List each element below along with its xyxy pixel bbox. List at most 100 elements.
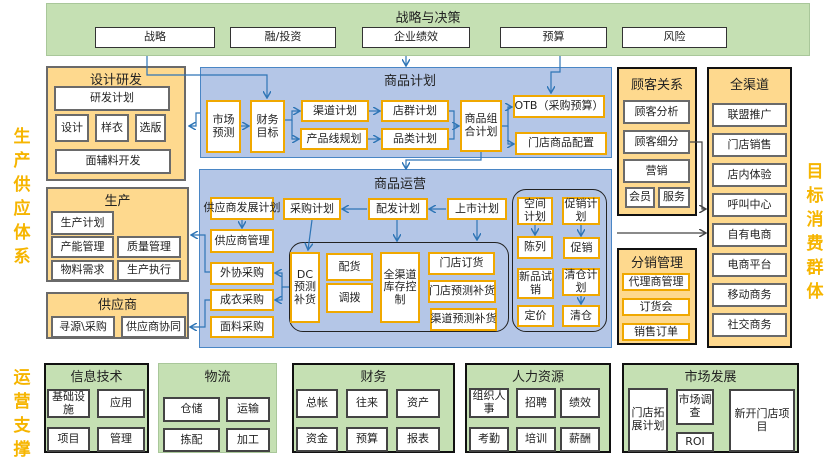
support-item[interactable]: ROI xyxy=(676,432,714,452)
production-item[interactable]: 生产计划 xyxy=(51,211,114,235)
ops-item[interactable]: 配发计划 xyxy=(368,198,428,220)
crm-item[interactable]: 会员 xyxy=(625,187,655,208)
ops-item[interactable]: 定价 xyxy=(517,305,554,327)
supplier-item[interactable]: 寻源\采购 xyxy=(51,316,115,338)
support-item[interactable]: 培训 xyxy=(516,427,556,452)
crm-item[interactable]: 营销 xyxy=(623,159,690,183)
production-item[interactable]: 生产执行 xyxy=(117,260,181,281)
support-item[interactable]: 门店拓展计划 xyxy=(628,388,668,452)
strategy-item[interactable]: 风险 xyxy=(622,27,727,48)
support-item[interactable]: 管理 xyxy=(97,427,145,452)
design-item[interactable]: 设计 xyxy=(55,114,89,142)
support-item[interactable]: 组织人事 xyxy=(469,388,509,418)
crm-item[interactable]: 服务 xyxy=(658,187,690,208)
ops-item[interactable]: 渠道预测补货 xyxy=(430,308,497,331)
ops-item[interactable]: 面料采购 xyxy=(210,316,274,338)
distribution-item[interactable]: 代理商管理 xyxy=(622,273,690,291)
design-item[interactable]: 研发计划 xyxy=(54,86,170,111)
strategy-item[interactable]: 战略 xyxy=(95,27,215,48)
ops-item[interactable]: 门店订货 xyxy=(428,252,495,275)
design-item[interactable]: 面辅料开发 xyxy=(55,149,171,174)
supplier-item[interactable]: 供应商协同 xyxy=(121,316,186,338)
omni-item[interactable]: 呼叫中心 xyxy=(712,193,787,217)
omni-item[interactable]: 电商平台 xyxy=(712,253,787,277)
ops-item[interactable]: 供应商管理 xyxy=(210,229,274,253)
ops-item[interactable]: 陈列 xyxy=(517,236,553,259)
support-item[interactable]: 市场调查 xyxy=(676,389,714,425)
strategy-item[interactable]: 融/投资 xyxy=(230,27,336,48)
ops-item[interactable]: 采购计划 xyxy=(283,198,341,220)
side-label-supply-system: 生产供应体系 xyxy=(13,127,31,267)
ops-item[interactable]: 门店预测补货 xyxy=(428,280,496,303)
support-item[interactable]: 总帐 xyxy=(296,389,338,418)
plan-item[interactable]: 渠道计划 xyxy=(301,100,369,122)
support-item[interactable]: 应用 xyxy=(97,389,145,418)
ops-item[interactable]: 清仓计划 xyxy=(562,268,600,296)
production-item[interactable]: 产能管理 xyxy=(51,236,114,258)
support-item[interactable]: 资产 xyxy=(396,389,440,418)
support-item[interactable]: 报表 xyxy=(396,427,440,452)
crm-item[interactable]: 顾客细分 xyxy=(623,130,690,154)
support-item[interactable]: 往来 xyxy=(346,389,388,418)
plan-item[interactable]: 财务目标 xyxy=(250,100,285,153)
support-item[interactable]: 仓储 xyxy=(163,397,220,422)
support-item[interactable]: 预算 xyxy=(346,427,388,452)
omni-item[interactable]: 门店销售 xyxy=(712,133,787,157)
omni-item[interactable]: 联盟推广 xyxy=(712,103,787,127)
ops-item[interactable]: DC预测补货 xyxy=(290,252,320,323)
support-item[interactable]: 绩效 xyxy=(560,388,600,418)
ops-item[interactable]: 促销计划 xyxy=(562,197,600,225)
ops-item[interactable]: 外协采购 xyxy=(210,262,274,285)
distribution-item[interactable]: 订货会 xyxy=(622,298,690,316)
omni-item[interactable]: 移动商务 xyxy=(712,283,787,307)
ops-store-group xyxy=(512,189,607,332)
production-item[interactable]: 质量管理 xyxy=(117,236,181,258)
strategy-item[interactable]: 预算 xyxy=(500,27,607,48)
support-item[interactable]: 基础设施 xyxy=(47,389,90,418)
ops-item[interactable]: 供应商发展计划 xyxy=(204,197,281,220)
support-title: 财务 xyxy=(360,370,387,385)
ops-item[interactable]: 全渠道库存控制 xyxy=(380,252,420,323)
ops-item[interactable]: 上市计划 xyxy=(447,198,507,220)
plan-item[interactable]: OTB（采购预算） xyxy=(513,95,605,118)
support-item[interactable]: 招聘 xyxy=(516,388,556,418)
production-item[interactable]: 物料需求 xyxy=(51,260,114,281)
plan-item[interactable]: 产品线规划 xyxy=(300,128,368,150)
ops-inventory-group xyxy=(289,242,509,332)
omni-item[interactable]: 店内体验 xyxy=(712,163,787,187)
design-item[interactable]: 选版 xyxy=(135,114,166,142)
support-item[interactable]: 项目 xyxy=(47,427,90,452)
ops-item[interactable]: 清仓 xyxy=(562,305,600,327)
plan-title: 商品计划 xyxy=(383,74,436,89)
ops-item[interactable]: 空间计划 xyxy=(517,197,553,225)
ops-item[interactable]: 促销 xyxy=(563,237,600,259)
plan-item[interactable]: 店群计划 xyxy=(381,100,449,122)
design-item[interactable]: 样衣 xyxy=(95,114,129,142)
strategy-item[interactable]: 企业绩效 xyxy=(362,27,470,48)
ops-title: 商品运营 xyxy=(373,177,426,192)
crm-item[interactable]: 顾客分析 xyxy=(623,100,690,124)
plan-item[interactable]: 门店商品配置 xyxy=(515,132,607,155)
ops-item[interactable]: 配货 xyxy=(326,253,373,281)
ops-item[interactable]: 新品试销 xyxy=(517,268,554,299)
support-item[interactable]: 运输 xyxy=(226,397,270,422)
omni-item[interactable]: 社交商务 xyxy=(712,313,787,337)
support-item[interactable]: 加工 xyxy=(226,428,270,452)
support-title: 物流 xyxy=(204,370,231,385)
plan-item[interactable]: 品类计划 xyxy=(381,128,449,150)
omni-item[interactable]: 自有电商 xyxy=(712,223,787,247)
design-title: 设计研发 xyxy=(89,73,142,88)
support-item[interactable]: 新开门店项目 xyxy=(729,389,795,452)
plan-item[interactable]: 商品组合计划 xyxy=(460,100,502,152)
distribution-item[interactable]: 销售订单 xyxy=(622,323,690,341)
supplier-title: 供应商 xyxy=(97,298,137,313)
ops-item[interactable]: 调拨 xyxy=(326,283,373,313)
side-label-operations-support: 运营支撑 xyxy=(13,368,31,460)
support-item[interactable]: 资金 xyxy=(296,427,338,452)
plan-item[interactable]: 市场预测 xyxy=(206,100,241,153)
support-item[interactable]: 拣配 xyxy=(163,428,220,452)
support-item[interactable]: 考勤 xyxy=(469,427,509,452)
ops-item[interactable]: 成衣采购 xyxy=(210,289,274,311)
support-item[interactable]: 薪酬 xyxy=(560,427,600,452)
